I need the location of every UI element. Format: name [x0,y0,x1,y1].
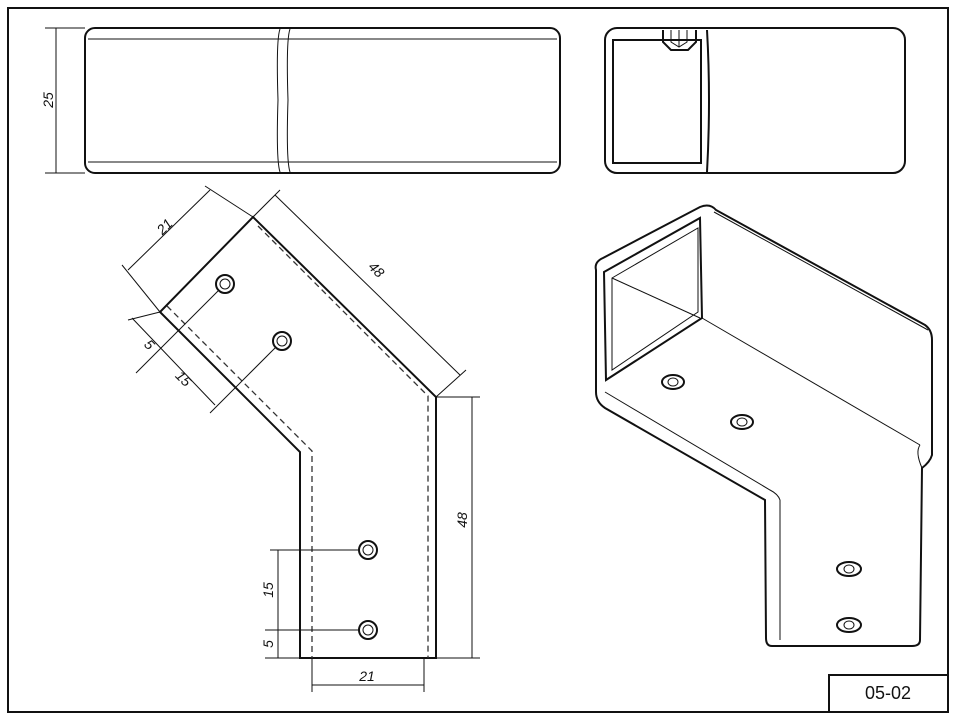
end-view [604,27,906,174]
side-view: 25 [40,27,561,174]
dim-hole-spacing-vertical: 15 [260,582,276,598]
mounting-hole [272,331,292,351]
drawing-number: 05-02 [865,683,911,703]
dim-length-angled: 48 [365,258,387,280]
isometric-view [594,204,933,647]
dim-hole-offset-vertical: 5 [260,640,276,648]
mounting-hole [836,561,862,577]
dim-length-vertical: 48 [454,512,470,528]
mounting-hole [358,620,378,640]
title-block: 05-02 [828,674,949,713]
dim-hole-offset-angled: 5 [141,336,158,353]
dim-hole-spacing-angled: 15 [172,367,194,389]
mounting-hole [730,414,754,430]
dim-flange-width-angled: 21 [153,215,176,238]
mounting-hole [836,617,862,633]
mounting-hole [661,374,685,390]
mounting-hole [215,274,235,294]
flat-view: 21 48 5 15 48 15 5 21 [121,185,480,692]
dim-flange-width-bottom: 21 [358,668,375,684]
dim-height-top: 25 [40,92,56,109]
mounting-hole [358,540,378,560]
drawing-border [7,7,949,713]
